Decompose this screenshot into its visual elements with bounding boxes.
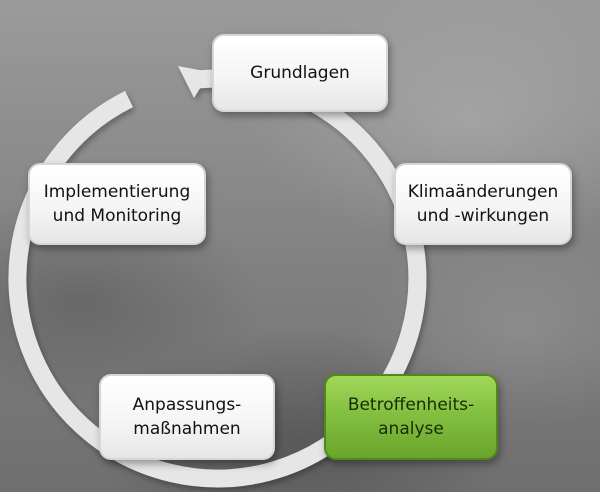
cycle-ring (8, 69, 427, 488)
step-betroffenheitsanalyse[interactable]: Betroffenheits- analyse (324, 374, 498, 460)
step-implementierung-label-line-1: Implementierung (43, 182, 191, 202)
step-klimaaenderungen-label-line-1: Klimaänderungen (407, 182, 559, 202)
step-grundlagen-label-line-1: Grundlagen (250, 63, 350, 83)
step-grundlagen[interactable]: Grundlagen (212, 34, 388, 112)
step-klimaaenderungen-label-line-2: und -wirkungen (416, 206, 550, 226)
step-betroffenheitsanalyse-label-line-1: Betroffenheits- (347, 395, 475, 415)
step-betroffenheitsanalyse-label-line-2: analyse (378, 419, 444, 439)
step-anpassungsmassnahmen[interactable]: Anpassungs- maßnahmen (99, 374, 275, 460)
step-anpassungsmassnahmen-label-line-2: maßnahmen (133, 419, 241, 439)
step-implementierung[interactable]: Implementierung und Monitoring (28, 163, 206, 245)
step-anpassungsmassnahmen-label-line-1: Anpassungs- (132, 395, 242, 415)
cycle-arrowhead-icon (178, 66, 210, 98)
step-klimaaenderungen[interactable]: Klimaänderungen und -wirkungen (394, 163, 572, 245)
step-implementierung-label-line-2: und Monitoring (52, 206, 182, 226)
